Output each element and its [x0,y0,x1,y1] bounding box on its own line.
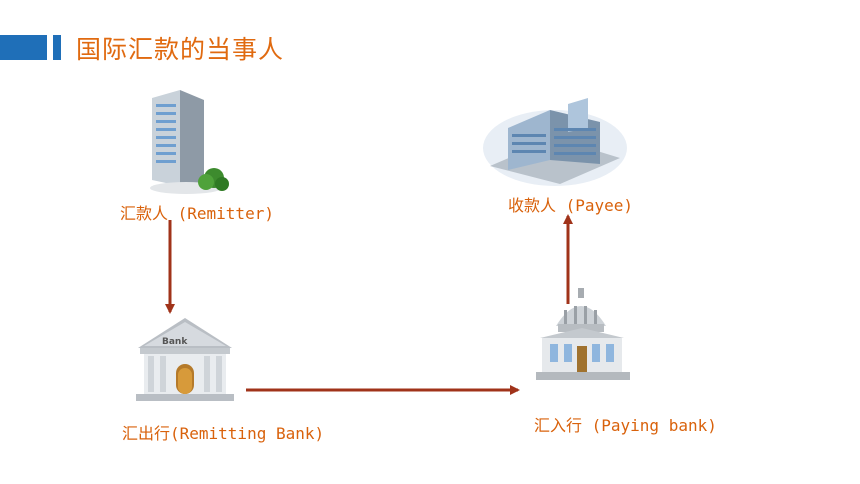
payee-label: 收款人 (Payee) [508,196,634,215]
page-title: 国际汇款的当事人 [76,35,285,64]
bank-building-icon: Bank [130,314,240,406]
domed-bank-icon [528,286,638,386]
remitter-label: 汇款人 (Remitter) [120,204,274,223]
paying-bank-label: 汇入行 (Paying bank) [534,416,717,435]
header-bar [0,35,47,60]
remitting-bank-label: 汇出行(Remitting Bank) [122,424,325,443]
header-accent [53,35,61,60]
office-complex-icon [480,88,630,188]
bank-sign-text: Bank [162,337,188,347]
office-tower-icon [142,86,232,196]
